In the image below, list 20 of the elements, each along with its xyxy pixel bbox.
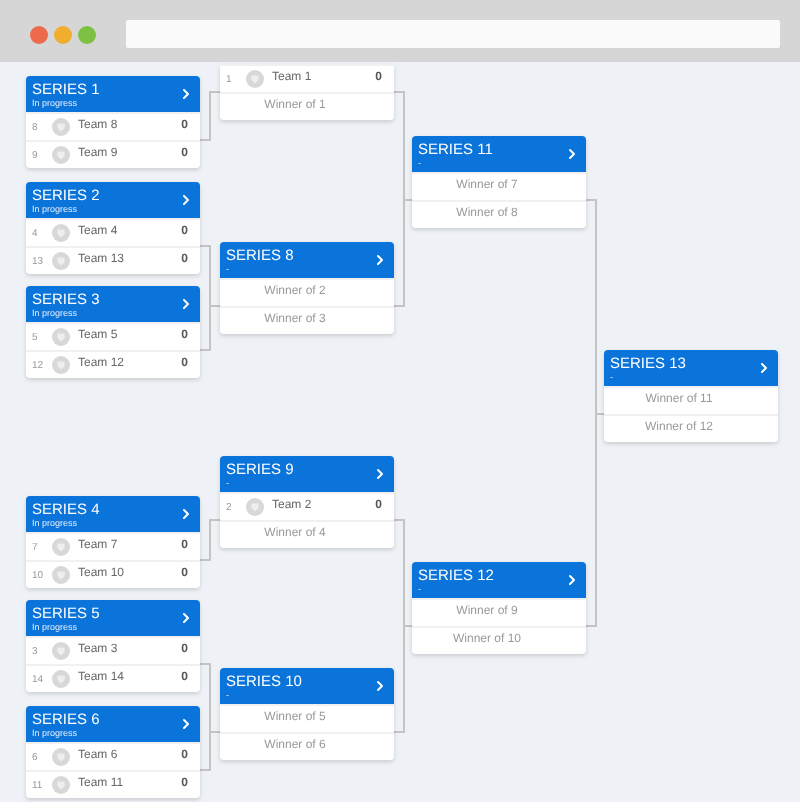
series-card xyxy=(220,242,394,334)
series-card xyxy=(26,76,200,168)
series-card xyxy=(26,286,200,378)
series-card xyxy=(220,64,394,120)
bracket-connector xyxy=(199,305,221,351)
series-card xyxy=(604,350,778,442)
bracket-connector xyxy=(199,91,221,141)
bracket-connector xyxy=(393,625,413,733)
series-card xyxy=(412,562,586,654)
bracket-connector xyxy=(199,519,221,561)
bracket-connector xyxy=(199,731,221,771)
series-card xyxy=(26,182,200,274)
series-card xyxy=(220,456,394,548)
series-card xyxy=(412,136,586,228)
series-card xyxy=(220,668,394,760)
series-card xyxy=(26,706,200,798)
bracket-connector xyxy=(585,413,605,627)
bracket-connector xyxy=(393,199,413,307)
series-card xyxy=(26,600,200,692)
series-card xyxy=(26,496,200,588)
